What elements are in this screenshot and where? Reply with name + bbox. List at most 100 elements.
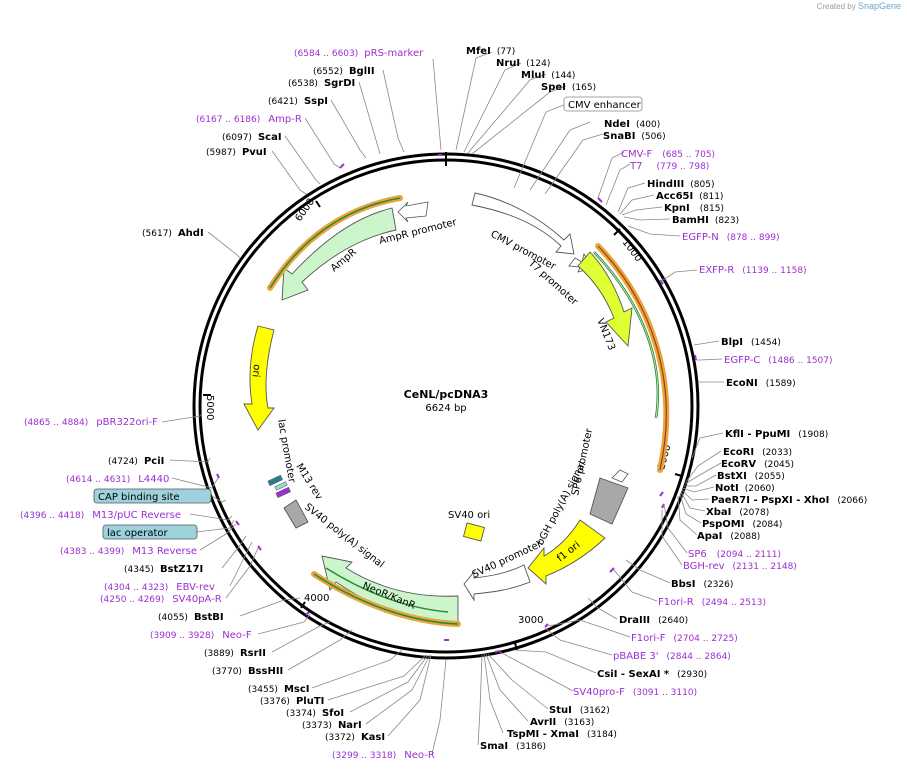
cmv-enhancer-label: CMV enhancer bbox=[568, 100, 642, 111]
site-kasi[interactable]: (3372)KasI bbox=[325, 732, 385, 743]
site-pluti[interactable]: (3376)PluTI bbox=[260, 696, 324, 707]
primer-sv40pa-r[interactable]: (4250 .. 4269)SV40pA-R bbox=[100, 594, 222, 605]
sp6-promoter-arrow[interactable] bbox=[611, 469, 629, 483]
cmv-promoter-arrow[interactable] bbox=[471, 192, 575, 255]
site-pspomi[interactable]: PspOMI(2084) bbox=[702, 519, 782, 530]
site-bglii[interactable]: (6552)BglII bbox=[313, 66, 375, 77]
tick-label-3000: 3000 bbox=[518, 615, 543, 626]
primer-egfp-n[interactable]: EGFP-N(878 .. 899) bbox=[682, 232, 780, 243]
vn173-arrow[interactable] bbox=[577, 251, 633, 348]
site-prui[interactable]: NruI(124) bbox=[496, 58, 550, 69]
primer-sv40pro-f[interactable]: SV40pro-F(3091 .. 3110) bbox=[573, 687, 697, 698]
tick-label-1000: 1000 bbox=[620, 237, 644, 264]
site-kfli-ppumi[interactable]: KflI - PpuMI(1908) bbox=[725, 429, 828, 440]
primer-m13-reverse[interactable]: (4383 .. 4399)M13 Reverse bbox=[60, 546, 197, 557]
ampr-arrow[interactable] bbox=[281, 207, 397, 301]
plasmid-name: CeNL/pcDNA3 bbox=[404, 388, 489, 401]
site-sgrdi[interactable]: (6538)SgrDI bbox=[288, 78, 355, 89]
site-acc65i[interactable]: Acc65I(811) bbox=[656, 191, 723, 202]
primer-f1ori-r[interactable]: F1ori-R(2494 .. 2513) bbox=[658, 597, 766, 608]
cmv-enhancer-box[interactable] bbox=[563, 96, 643, 112]
site-rsrii[interactable]: (3889)RsrII bbox=[204, 648, 266, 659]
site-ecori[interactable]: EcoRI(2033) bbox=[723, 447, 792, 458]
site-bamhi[interactable]: BamHI(823) bbox=[672, 215, 739, 226]
site-sspi[interactable]: (6421)SspI bbox=[268, 96, 328, 107]
primer-sp6[interactable]: SP6(2094 .. 2111) bbox=[688, 549, 781, 560]
site-apai[interactable]: ApaI(2088) bbox=[697, 531, 760, 542]
site-sfoi[interactable]: (3374)SfoI bbox=[286, 708, 344, 719]
site-tspmi-xmai[interactable]: TspMI - XmaI(3184) bbox=[507, 729, 617, 740]
connector-lines bbox=[161, 51, 724, 755]
primer-t7[interactable]: T7(779 .. 798) bbox=[629, 161, 709, 172]
f1-ori-arrow[interactable] bbox=[527, 519, 606, 586]
plasmid-size: 6624 bp bbox=[425, 403, 466, 414]
neor-translation-line bbox=[325, 567, 449, 613]
site-draiii[interactable]: DraIII(2640) bbox=[619, 615, 688, 626]
cap-site-marker[interactable] bbox=[274, 481, 288, 491]
bgh-polya-box[interactable] bbox=[589, 477, 629, 525]
site-pcii[interactable]: (4724)PciI bbox=[108, 456, 164, 467]
primer-egfp-c[interactable]: EGFP-C(1486 .. 1507) bbox=[724, 355, 833, 366]
label-ori: ori bbox=[250, 364, 262, 378]
site-noti[interactable]: NotI(2060) bbox=[715, 483, 775, 494]
site-snabi[interactable]: SnaBI(506) bbox=[603, 131, 666, 142]
primer-ebv-rev[interactable]: (4304 .. 4323)EBV-rev bbox=[104, 582, 215, 593]
primer-f1ori-f[interactable]: F1ori-F(2704 .. 2725) bbox=[631, 633, 738, 644]
vn173-translation-outline bbox=[593, 251, 659, 419]
site-blpi[interactable]: BlpI(1454) bbox=[721, 337, 781, 348]
ampr-translation-inner bbox=[269, 197, 401, 289]
tick-label-4000: 4000 bbox=[304, 593, 329, 604]
site-smai[interactable]: SmaI(3186) bbox=[480, 741, 546, 752]
primer-m13-puc-reverse[interactable]: (4396 .. 4418)M13/pUC Reverse bbox=[20, 510, 181, 521]
primer-bgh-rev[interactable]: BGH-rev(2131 .. 2148) bbox=[683, 561, 797, 572]
site-avrii[interactable]: AvrII(3163) bbox=[530, 717, 594, 728]
tick-4000 bbox=[300, 601, 306, 609]
label-lac-promoter: lac promoter bbox=[275, 419, 297, 485]
primer-pbr322ori-f[interactable]: (4865 .. 4884)pBR322ori-F bbox=[24, 417, 158, 428]
ampr-promoter-arrow[interactable] bbox=[397, 201, 429, 223]
sv40-promoter-arrow[interactable] bbox=[463, 564, 531, 602]
site-bstbi[interactable]: (4055)BstBI bbox=[158, 612, 224, 623]
m13-rev-marker[interactable] bbox=[275, 486, 291, 499]
site-xbai[interactable]: XbaI(2078) bbox=[706, 507, 769, 518]
primer-exfp-r[interactable]: EXFP-R(1139 .. 1158) bbox=[699, 265, 807, 276]
primer-amp-r[interactable]: (6167 .. 6186)Amp-R bbox=[196, 114, 302, 125]
site-paer7i-pspxi-xhoi[interactable]: PaeR7I - PspXI - XhoI(2066) bbox=[711, 495, 867, 506]
site-bstz17i[interactable]: (4345)BstZ17I bbox=[124, 564, 203, 575]
primer-pbabe3[interactable]: pBABE 3'(2844 .. 2864) bbox=[613, 651, 731, 662]
site-ahdi[interactable]: (5617)AhdI bbox=[142, 228, 204, 239]
site-pvui[interactable]: (5987)PvuI bbox=[206, 147, 267, 158]
ori-arrow[interactable] bbox=[243, 325, 275, 431]
cap-binding-site-box[interactable] bbox=[93, 488, 212, 504]
brand-prefix: Created by bbox=[816, 2, 856, 11]
site-msci[interactable]: (3455)MscI bbox=[248, 684, 310, 695]
primer-l4440[interactable]: (4614 .. 4631)L4440 bbox=[66, 474, 169, 485]
sv40-ori-box[interactable] bbox=[462, 522, 486, 542]
site-kpni[interactable]: KpnI(815) bbox=[664, 203, 724, 214]
site-bbsi[interactable]: BbsI(2326) bbox=[671, 579, 733, 590]
site-bstxi[interactable]: BstXI(2055) bbox=[717, 471, 785, 482]
site-hindiii[interactable]: HindIII(805) bbox=[647, 179, 714, 190]
site-spei[interactable]: SpeI(165) bbox=[541, 82, 596, 93]
lac-operator-label: lac operator bbox=[107, 528, 168, 539]
lac-operator-marker[interactable] bbox=[267, 474, 283, 487]
site-scai[interactable]: (6097)ScaI bbox=[222, 132, 282, 143]
site-ndei[interactable]: NdeI(400) bbox=[604, 119, 660, 130]
site-bsshii[interactable]: (3770)BssHII bbox=[212, 666, 283, 677]
lac-operator-box[interactable] bbox=[102, 524, 198, 540]
primer-cmv-f[interactable]: CMV-F(685 .. 705) bbox=[621, 149, 715, 160]
translation-orange-inner bbox=[597, 245, 667, 471]
primer-prs-marker[interactable]: (6584 .. 6603)pRS-marker bbox=[294, 48, 424, 59]
site-stui[interactable]: StuI(3162) bbox=[549, 705, 610, 716]
primer-neo-r[interactable]: (3299 .. 3318)Neo-R bbox=[332, 750, 435, 761]
site-ecorv[interactable]: EcoRV(2045) bbox=[721, 459, 794, 470]
site-econi[interactable]: EcoNI(1589) bbox=[726, 378, 796, 389]
primer-neo-f[interactable]: (3909 .. 3928)Neo-F bbox=[150, 630, 252, 641]
feature-arcs bbox=[243, 192, 670, 627]
ring-ticks bbox=[203, 152, 683, 651]
site-csii-sexai[interactable]: CsiI - SexAI *(2930) bbox=[597, 669, 707, 680]
site-mlui[interactable]: MluI(144) bbox=[521, 70, 575, 81]
site-nari[interactable]: (3373)NarI bbox=[302, 720, 362, 731]
site-mfei[interactable]: MfeI(77) bbox=[466, 46, 515, 57]
sv40-polya-box[interactable] bbox=[283, 499, 309, 529]
